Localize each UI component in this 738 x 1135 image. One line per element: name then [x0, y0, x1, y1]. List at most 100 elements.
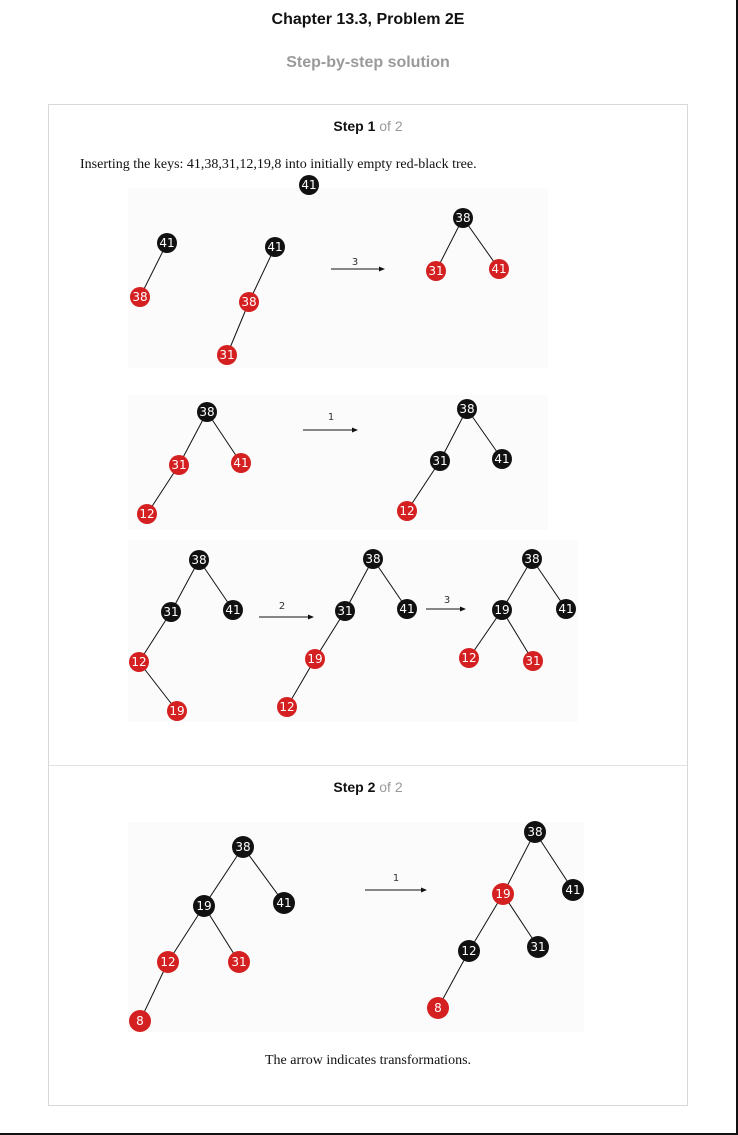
step-1-header: Step 1 of 2 — [49, 118, 687, 134]
tree-node — [223, 600, 243, 620]
tree-node-label: 19 — [495, 887, 510, 901]
tree-node-label: 41 — [301, 178, 316, 192]
tree-node — [523, 651, 543, 671]
tree-node — [299, 175, 319, 195]
page-subtitle: Step-by-step solution — [286, 54, 450, 71]
tree-node-label: 41 — [225, 603, 240, 617]
step-2-header: Step 2 of 2 — [49, 779, 687, 795]
tree-node-label: 38 — [199, 405, 214, 419]
intro-text: Inserting the keys: 41,38,31,12,19,8 int… — [80, 157, 477, 172]
tree-node — [265, 237, 285, 257]
tree-edge — [534, 831, 574, 891]
tree-node — [273, 892, 295, 914]
tree-node — [458, 940, 480, 962]
tree-edge — [242, 846, 285, 904]
tree-node — [492, 449, 512, 469]
tree-node-label: 41 — [233, 456, 248, 470]
tree-node-label: 19 — [494, 603, 509, 617]
tree-node-label: 12 — [461, 944, 476, 958]
tree-node — [363, 549, 383, 569]
tree-node-label: 41 — [494, 452, 509, 466]
tree-node-label: 38 — [524, 552, 539, 566]
tree-node — [524, 821, 546, 843]
tree-node — [193, 895, 215, 917]
tree-node-label: 31 — [530, 940, 545, 954]
tree-node — [228, 951, 250, 973]
tree-node — [492, 600, 512, 620]
arrow-case-1-b: 1 — [365, 873, 427, 893]
tree-node — [239, 292, 259, 312]
tree-node — [277, 697, 297, 717]
step-2-count: of 2 — [379, 779, 403, 795]
tree-edge — [203, 846, 244, 907]
tree-node-label: 8 — [434, 1001, 442, 1015]
tree-node-label: 41 — [399, 602, 414, 616]
step-divider — [49, 765, 687, 766]
tree-node — [217, 345, 237, 365]
tree-node — [189, 550, 209, 570]
arrow-case-3-a: 3 — [331, 257, 385, 272]
tree-edge — [198, 559, 234, 611]
tree-node-label: 31 — [525, 654, 540, 668]
tree-edge — [462, 217, 500, 270]
tree-node-label: 12 — [279, 700, 294, 714]
tree-node-label: 31 — [163, 605, 178, 619]
tree-node-label: 41 — [267, 240, 282, 254]
tree-edge — [167, 905, 205, 963]
tree-node-label: 41 — [276, 896, 291, 910]
arrow-label: 3 — [352, 257, 358, 268]
tree-node-label: 12 — [160, 955, 175, 969]
tree-node — [430, 451, 450, 471]
arrow-case-1-a: 1 — [303, 412, 358, 433]
page-title: Chapter 13.3, Problem 2E — [271, 11, 465, 28]
tree-node — [459, 648, 479, 668]
tree-node-label: 41 — [159, 236, 174, 250]
tree-edge — [138, 661, 178, 712]
arrow-head — [460, 606, 466, 612]
tree-node — [489, 259, 509, 279]
tree-node-label: 38 — [459, 402, 474, 416]
tree-node — [137, 504, 157, 524]
tree-node-label: 8 — [136, 1014, 144, 1028]
tree-node — [157, 233, 177, 253]
arrow-label: 3 — [444, 595, 450, 606]
tree-node — [556, 599, 576, 619]
arrow-case-3-b: 3 — [426, 595, 466, 612]
tree-node — [167, 701, 187, 721]
tree-node-label: 12 — [399, 504, 414, 518]
tree-edge — [502, 831, 536, 895]
tree-node — [427, 997, 449, 1019]
diagram-panel-1 — [128, 188, 548, 368]
arrow-head — [308, 614, 314, 620]
step-2-label: Step 2 — [333, 779, 376, 795]
step-1-count: of 2 — [379, 118, 403, 134]
solution-card — [48, 104, 688, 1106]
tree-node-label: 38 — [527, 825, 542, 839]
tree-node — [522, 549, 542, 569]
tree-node — [492, 883, 514, 905]
tree-edge — [206, 411, 242, 464]
arrow-head — [379, 266, 385, 272]
tree-node-label: 31 — [432, 454, 447, 468]
tree-insert-31: 41 38 31 — [217, 237, 285, 365]
tree-node-label: 31 — [219, 348, 234, 362]
tree-node-label: 12 — [461, 651, 476, 665]
tree-node-label: 38 — [235, 840, 250, 854]
tree-edge — [372, 558, 408, 610]
tree-node — [397, 501, 417, 521]
tree-node — [335, 601, 355, 621]
tree-node-label: 19 — [196, 899, 211, 913]
tree-node — [453, 208, 473, 228]
tree-node — [130, 287, 150, 307]
tree-node — [426, 261, 446, 281]
tree-node — [169, 455, 189, 475]
arrow-case-2: 2 — [259, 601, 314, 620]
tree-node — [157, 951, 179, 973]
tree-node-label: 38 — [241, 295, 256, 309]
tree-edge — [203, 905, 240, 963]
